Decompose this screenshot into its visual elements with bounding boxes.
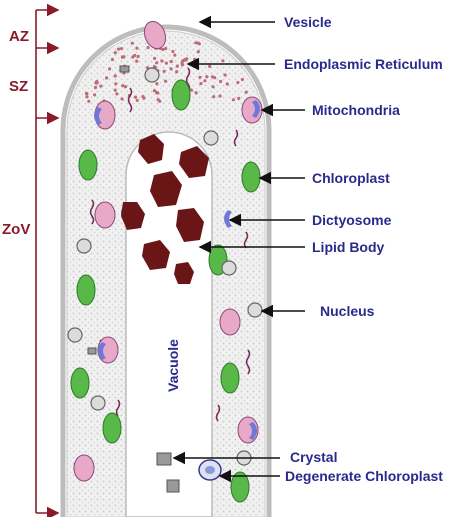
vesicle-dot [194, 41, 198, 45]
label-nucleus: Nucleus [320, 303, 375, 319]
lipid-body-group [121, 134, 209, 284]
vesicle-dot [194, 91, 198, 95]
label-chloroplast: Chloroplast [312, 170, 390, 186]
vesicle-dot [162, 69, 166, 73]
vesicle-dot [199, 82, 203, 86]
label-crystal: Crystal [290, 449, 337, 465]
vesicle-dot [117, 47, 121, 51]
vesicle-dot [189, 88, 193, 92]
vesicle-dot [236, 80, 240, 85]
zone-label-zov: ZoV [2, 221, 30, 238]
vesicle-dot [164, 46, 168, 51]
vesicle-dot [115, 92, 119, 96]
vesicle-dot [219, 79, 223, 84]
zone-bracket [35, 3, 60, 517]
vesicle-dot [133, 53, 137, 58]
vesicle-dot [169, 59, 173, 64]
crystal-group [87, 65, 180, 493]
vacuole-label: Vacuole [165, 339, 181, 392]
label-er: Endoplasmic Reticulum [284, 56, 443, 72]
vesicle-dot [133, 95, 138, 99]
vesicle-dot [212, 95, 216, 99]
vesicle-dot [110, 57, 114, 62]
vesicle-dot [221, 59, 225, 63]
vesicle-dot [135, 59, 139, 63]
vesicle-dot [225, 82, 229, 86]
vesicle-dot [136, 54, 140, 59]
vesicle-dot [93, 85, 98, 90]
vesicle-dot [161, 47, 165, 52]
vesicle-dot [130, 41, 134, 45]
vesicle-dot [113, 51, 117, 55]
vesicle-dot [194, 65, 199, 69]
leader-arrows [172, 15, 305, 483]
vesicle-dot [180, 63, 184, 67]
vesicle-dot [218, 94, 222, 98]
vesicle-dot [120, 97, 124, 101]
label-dictyosome: Dictyosome [312, 212, 392, 228]
vesicle-dot [141, 95, 145, 99]
label-vesicle: Vesicle [284, 14, 332, 30]
vesicle-dot [196, 50, 200, 54]
vesicle-dot [135, 98, 139, 102]
vesicle-dot [237, 96, 241, 100]
vesicle-dot [155, 61, 159, 65]
vesicle-dot [155, 90, 159, 95]
vesicle-cluster [84, 35, 251, 103]
cell-wall [60, 24, 272, 517]
zone-label-sz: SZ [9, 78, 28, 95]
vesicle-dot [85, 95, 89, 99]
label-mitochondria: Mitochondria [312, 102, 400, 118]
label-degenerate-chloroplast: Degenerate Chloroplast [285, 468, 443, 484]
vesicle-dot [114, 82, 118, 86]
vesicle-dot [99, 84, 103, 88]
vesicle-dot [93, 93, 97, 97]
vesicle-dot [198, 75, 202, 79]
vesicle-dot [193, 57, 197, 62]
vesicle-dot [123, 85, 128, 89]
vesicle-dot [84, 92, 89, 96]
vesicle-dot [152, 89, 157, 93]
vesicle-dot [211, 85, 215, 89]
vesicle-dot [108, 67, 112, 71]
vesicle-dot [205, 75, 209, 79]
vesicle-dot [95, 80, 99, 84]
vesicle-dot [122, 55, 126, 59]
vesicle-dot [146, 46, 150, 50]
vesicle-dot [240, 77, 244, 82]
vesicle-dot [158, 99, 162, 103]
vesicle-dot [160, 59, 164, 63]
vesicle-dot [155, 82, 159, 86]
vesicle-dot [175, 70, 179, 74]
vesicle-dot [208, 64, 212, 68]
vesicle-dot [87, 99, 91, 103]
vesicle-dot [164, 79, 168, 83]
vesicle-dot [171, 49, 175, 54]
vesicle-dot [231, 98, 235, 102]
vesicle-dot [173, 53, 177, 57]
vesicle-dot [185, 57, 189, 61]
vesicle-dot [169, 67, 173, 71]
vesicle-dot [244, 90, 248, 94]
vesicle-dot [175, 64, 179, 68]
vesicle-dot [153, 56, 157, 61]
vesicle-dot [164, 61, 168, 65]
zone-label-az: AZ [9, 28, 29, 45]
nucleus-group [67, 67, 263, 466]
vesicle-dot [197, 42, 201, 46]
vesicle-dot [223, 73, 227, 77]
label-lipid-body: Lipid Body [312, 239, 385, 255]
vesicle-dot [210, 75, 215, 79]
vesicle-dot [105, 76, 109, 80]
vesicle-dot [113, 88, 117, 92]
vesicle-dot [113, 74, 117, 78]
vesicle-dot [121, 84, 125, 88]
degenerate-chloroplast [198, 459, 222, 481]
vesicle-dot [203, 79, 207, 83]
vesicle-dot [135, 46, 139, 50]
vesicle-dot [152, 65, 156, 69]
vesicle-dot [120, 47, 124, 51]
